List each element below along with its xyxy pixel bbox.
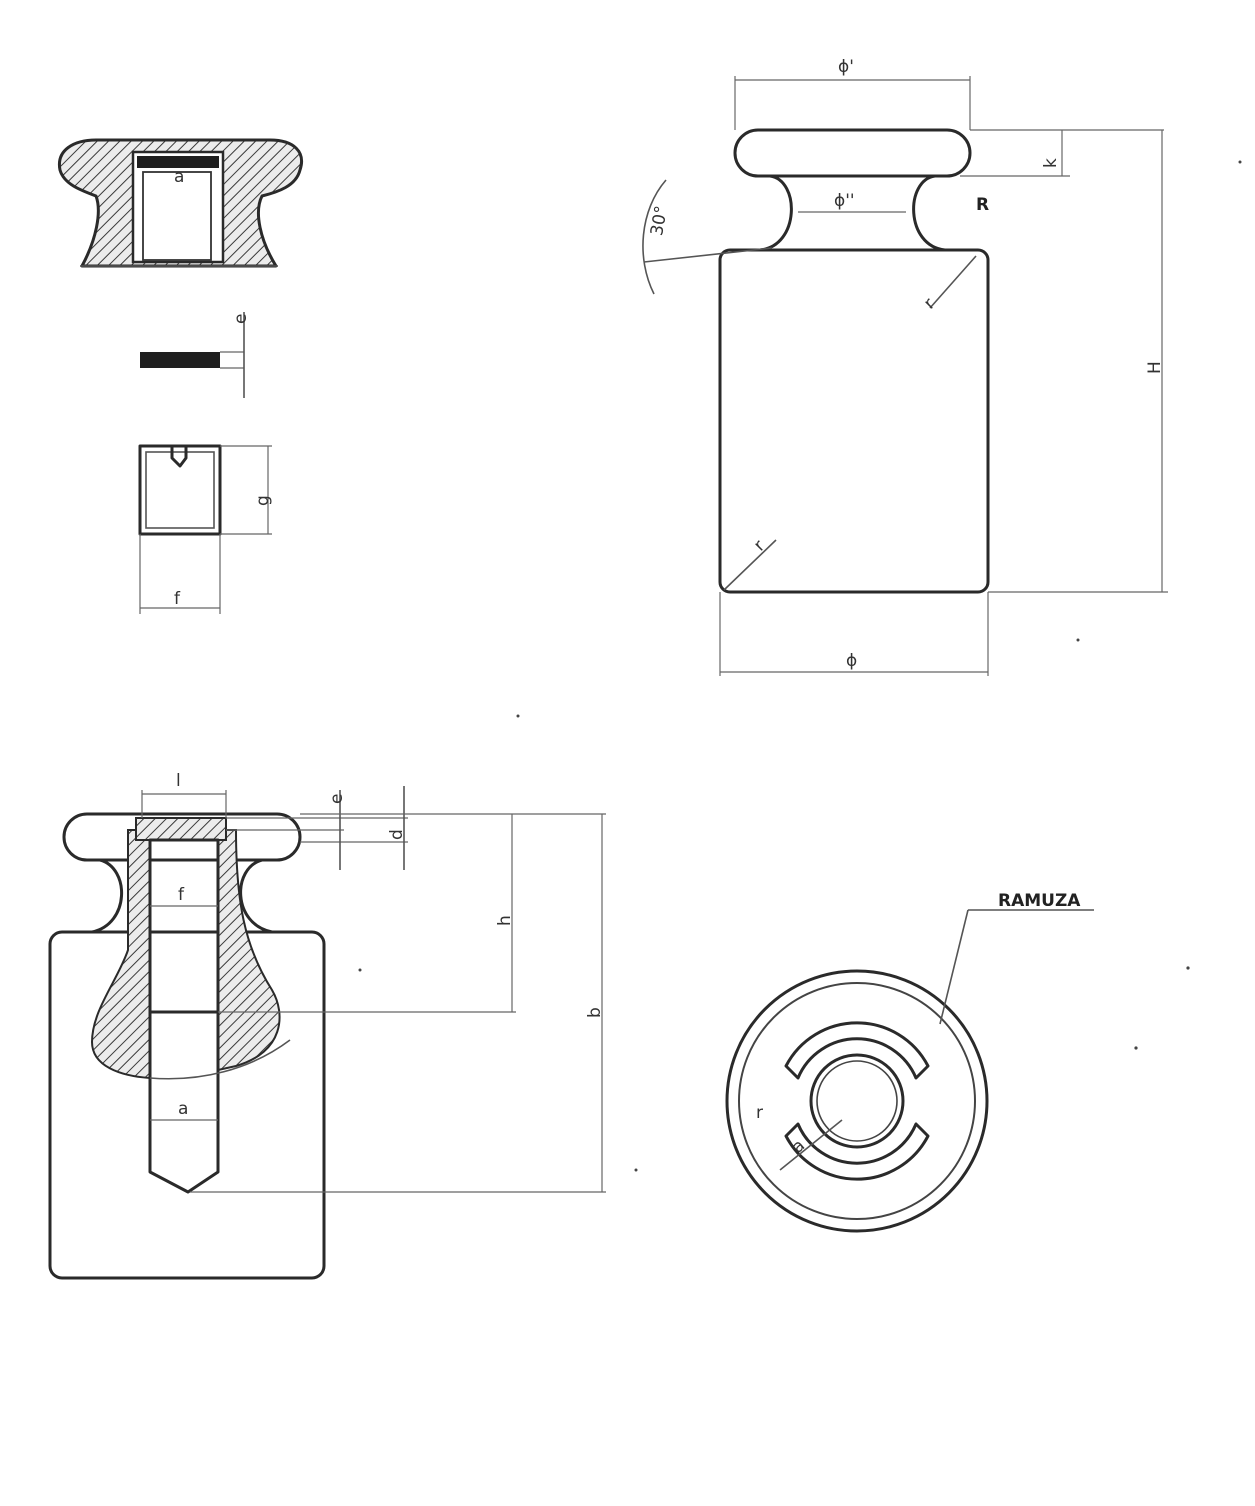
label-g: g [253,495,273,506]
label-f-bottom: f [178,885,185,905]
insert-detail: e [140,312,251,398]
cap-detail: g f [138,444,273,614]
label-r-bottom: r [750,536,769,555]
label-l: l [176,771,181,791]
weight-plan-view: a r RAMUZA [725,891,1190,1233]
label-k: k [1041,158,1061,168]
label-a-top: a [174,167,184,187]
label-e-top: e [231,314,251,324]
label-phi-prime: ϕ' [838,57,854,77]
label-phi: ϕ [846,651,857,671]
label-phi-double-prime: ϕ'' [834,191,855,211]
weight-elevation-view: ϕ' ϕ'' R k H r r 30° ϕ [642,57,1242,676]
label-angle: 30° [647,204,672,237]
label-f-cap: f [174,589,181,609]
label-H: H [1145,361,1165,374]
label-R: R [976,195,989,215]
knob-section-view: a [57,138,303,268]
annotation-ramuza: RAMUZA [998,891,1081,911]
label-r-top: r [920,294,939,313]
label-h: h [495,915,515,926]
label-d: d [387,829,407,840]
label-b: b [585,1007,605,1018]
weight-section-view: l e d h b f a [48,714,638,1280]
label-r-plan: r [756,1103,763,1123]
label-e-bottom: e [327,794,347,804]
label-a-bottom: a [178,1099,188,1119]
